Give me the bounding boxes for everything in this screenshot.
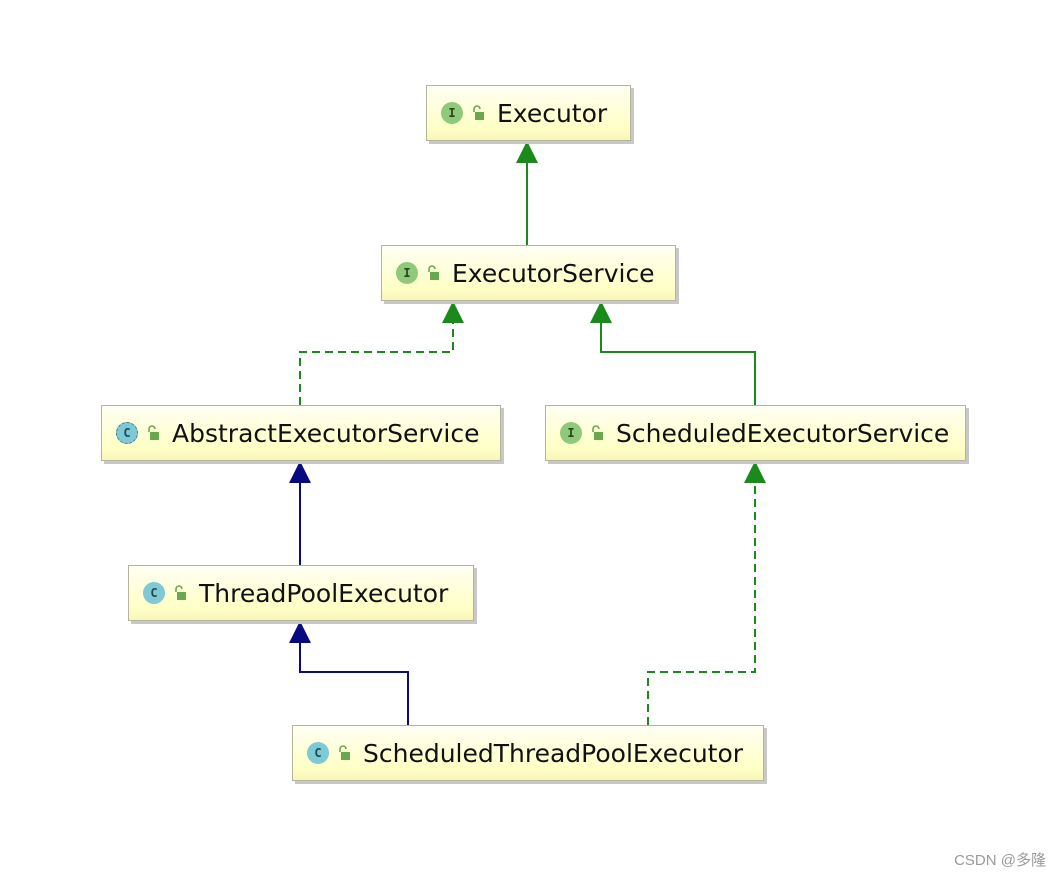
- node-executor[interactable]: I Executor: [426, 85, 631, 141]
- abstract-class-badge-icon: C: [116, 422, 138, 444]
- class-badge-icon: C: [307, 742, 329, 764]
- class-badge-icon: C: [143, 582, 165, 604]
- unlocked-padlock-icon: [175, 585, 186, 600]
- node-label: ExecutorService: [452, 258, 655, 288]
- arrowhead-scheduledexecutorservice-to-executorservice: [590, 301, 612, 323]
- interface-badge-icon: I: [396, 262, 418, 284]
- interface-badge-icon: I: [560, 422, 582, 444]
- node-threadpoolexecutor[interactable]: C ThreadPoolExecutor: [128, 565, 474, 621]
- edge-scheduledthreadpoolexecutor-to-scheduledexecutorservice: [647, 483, 756, 725]
- unlocked-padlock-icon: [428, 265, 439, 280]
- unlocked-padlock-icon: [473, 105, 484, 120]
- edge-scheduledthreadpoolexecutor-to-threadpoolexecutor: [299, 643, 409, 725]
- arrowhead-threadpoolexecutor-to-abstractexecutorservice: [289, 461, 311, 483]
- unlocked-padlock-icon: [339, 745, 350, 760]
- node-scheduledthreadpoolexecutor[interactable]: C ScheduledThreadPoolExecutor: [292, 725, 764, 781]
- watermark: CSDN @多隆: [954, 852, 1046, 869]
- arrowhead-executorservice-to-executor: [516, 141, 538, 163]
- node-executorservice[interactable]: I ExecutorService: [381, 245, 676, 301]
- node-label: ScheduledThreadPoolExecutor: [363, 738, 744, 768]
- edge-abstractexecutorservice-to-executorservice: [299, 323, 454, 405]
- node-label: Executor: [497, 98, 608, 128]
- node-label: AbstractExecutorService: [172, 418, 480, 448]
- unlocked-padlock-icon: [148, 425, 159, 440]
- arrowhead-scheduledthreadpoolexecutor-to-threadpoolexecutor: [289, 621, 311, 643]
- arrowhead-scheduledthreadpoolexecutor-to-scheduledexecutorservice: [744, 461, 766, 483]
- node-label: ScheduledExecutorService: [616, 418, 950, 448]
- node-scheduledexecutorservice[interactable]: I ScheduledExecutorService: [545, 405, 966, 461]
- interface-badge-icon: I: [441, 102, 463, 124]
- node-label: ThreadPoolExecutor: [199, 578, 449, 608]
- node-abstractexecutorservice[interactable]: C AbstractExecutorService: [101, 405, 501, 461]
- arrowhead-abstractexecutorservice-to-executorservice: [442, 301, 464, 323]
- edge-scheduledexecutorservice-to-executorservice: [600, 323, 756, 405]
- unlocked-padlock-icon: [592, 425, 603, 440]
